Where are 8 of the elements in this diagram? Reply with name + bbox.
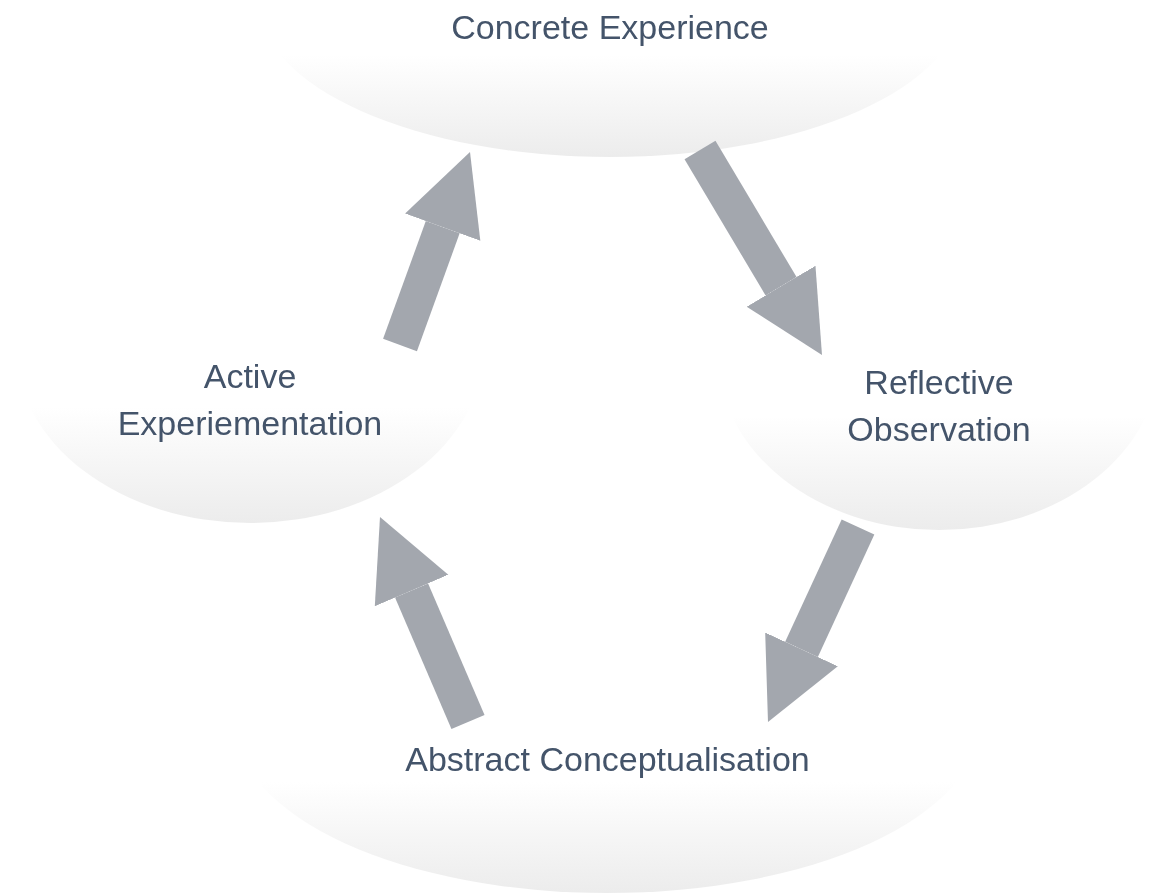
block-arrow — [684, 140, 822, 355]
block-arrow — [765, 519, 875, 722]
node-label: Reflective Observation — [846, 362, 1032, 450]
block-arrow — [374, 517, 485, 730]
node-label: Concrete Experience — [450, 7, 770, 48]
node-label: Active Experiementation — [116, 356, 384, 444]
node-label: Abstract Conceptualisation — [404, 739, 811, 780]
block-arrow — [383, 152, 481, 352]
